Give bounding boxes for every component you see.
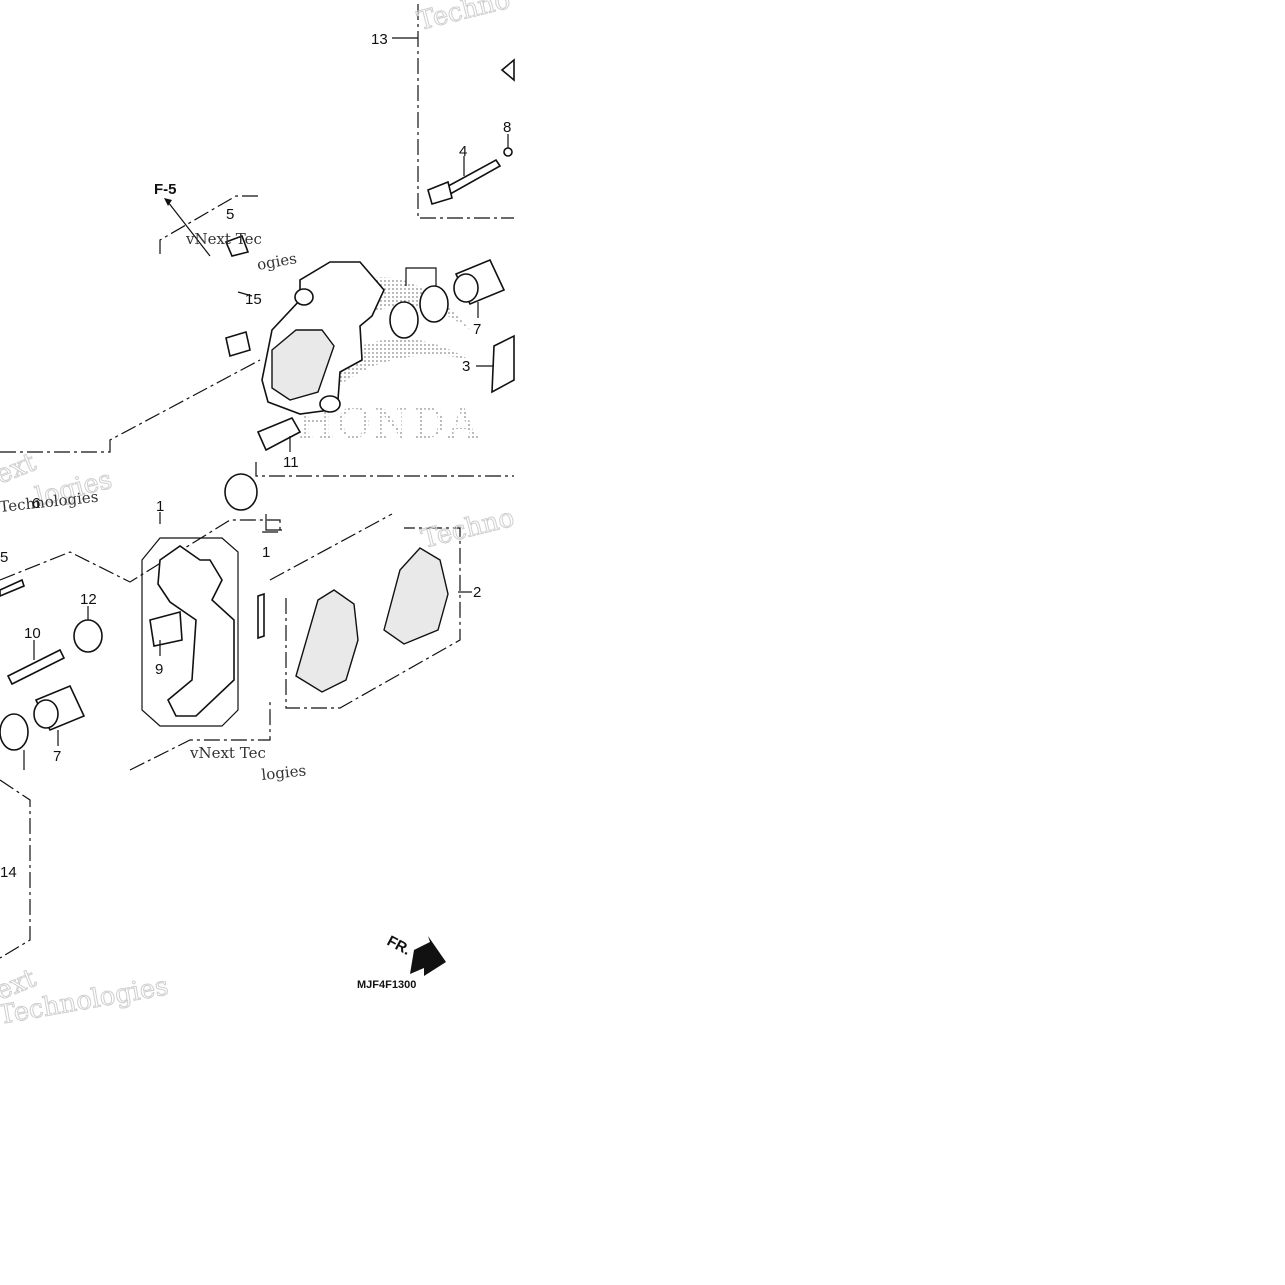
watermarks: Techno vNext Tec ogies ext logies Techno…: [0, 0, 518, 1031]
watermark-text: Techno: [418, 503, 517, 555]
part-label-14: 14: [0, 864, 17, 881]
part-label-2: 2: [473, 584, 481, 601]
brake-pad-left: [295, 589, 359, 693]
part-label-7-top: 7: [473, 321, 481, 338]
part-label-6: 6: [32, 495, 40, 512]
watermark-text: ogies: [256, 249, 299, 274]
diagram-code: MJF4F1300: [357, 979, 416, 991]
seal-top-a: [389, 301, 419, 339]
ref-label-f5: F-5: [154, 181, 177, 198]
part-label-7-lower: 7: [53, 748, 61, 765]
bolt-5-lower: [0, 578, 25, 597]
seal-lower: [224, 473, 258, 511]
part-label-11: 11: [283, 454, 299, 471]
part-label-1-top: 1: [156, 498, 164, 515]
assembly-outlines: [0, 4, 514, 959]
watermark-text: Technologies: [0, 488, 99, 516]
part-label-5-top: 5: [226, 206, 234, 223]
seal-lower-left: [0, 713, 29, 751]
pad-spring-3: [491, 334, 515, 394]
part-label-8: 8: [503, 119, 511, 136]
clip-8: [503, 147, 513, 157]
caliper-piston-housing: [271, 329, 335, 401]
screw-5-top: [224, 234, 250, 257]
watermark-text: logies: [261, 761, 307, 784]
watermark-text: vNext Tec: [189, 744, 266, 762]
watermark-text: vNext Tec: [185, 230, 262, 248]
part-drawings: [0, 58, 515, 976]
part-labels: 13 8 4 F-5 5 15 7 3 11 6 1 1 5 2 12 10 9…: [0, 31, 511, 991]
bleeder-11: [256, 416, 302, 452]
part-label-5-lower: 5: [0, 549, 8, 566]
part-label-1-right: 1: [262, 544, 270, 561]
part-label-13: 13: [371, 31, 388, 48]
pad-retainer-9: [149, 610, 183, 647]
forward-arrow-icon: [410, 936, 446, 976]
leader-lines: [23, 37, 509, 770]
brake-pad-right: [383, 547, 449, 645]
bolt-15: [225, 330, 251, 358]
part-label-3: 3: [462, 358, 470, 375]
shim: [257, 592, 265, 640]
caliper-bracket: [157, 545, 235, 717]
direction-label: FR.: [384, 933, 413, 959]
part-label-4: 4: [459, 143, 467, 160]
part-label-12: 12: [80, 591, 97, 608]
part-label-15: 15: [245, 291, 262, 308]
part-label-9: 9: [155, 661, 163, 678]
boot-12: [73, 619, 103, 653]
watermark-text: Techno: [414, 0, 513, 37]
pin-10: [6, 648, 66, 686]
seal-top-b: [419, 285, 449, 323]
part-label-10: 10: [24, 625, 41, 642]
